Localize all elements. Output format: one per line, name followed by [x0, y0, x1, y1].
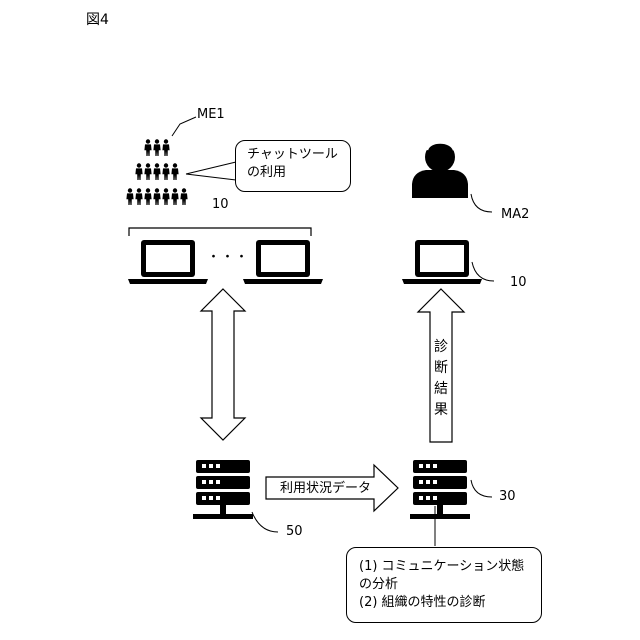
chat-tool-bubble: チャットツール の利用 [235, 140, 351, 192]
laptop-10-leader-line [472, 262, 494, 281]
bidirectional-arrow [201, 289, 245, 440]
server-50-leader-line [252, 512, 278, 532]
laptop-icon-admin [402, 240, 482, 284]
me1-leader-line [172, 117, 196, 136]
figure-label: 図4 [86, 13, 109, 27]
chat-bubble-line1: チャットツール [247, 146, 350, 164]
analysis-line3: (2) 組織の特性の診断 [359, 594, 541, 612]
chat-bubble-tail [186, 162, 236, 180]
laptop-icon-left [128, 240, 208, 284]
analysis-line1: (1) コミュニケーション状態 [359, 558, 541, 576]
server-30-leader-line [471, 480, 492, 497]
diagnosis-result-label: 診 断 結 果 [432, 337, 450, 421]
diagnosis-char-2: 断 [432, 358, 450, 379]
diagnosis-char-4: 果 [432, 400, 450, 421]
server-30-number: 30 [499, 490, 516, 503]
ma2-leader-line [471, 194, 492, 212]
laptop-group-bracket [129, 228, 311, 236]
chat-bubble-line2: の利用 [247, 164, 350, 182]
laptop-group-number: 10 [212, 198, 229, 211]
ma2-label: MA2 [501, 208, 529, 221]
analysis-line2: の分析 [359, 576, 541, 594]
analysis-bubble: (1) コミュニケーション状態 の分析 (2) 組織の特性の診断 [346, 547, 542, 623]
crowd-icon [126, 139, 187, 205]
me1-label: ME1 [197, 108, 225, 121]
server-icon-50 [193, 460, 253, 519]
server-50-number: 50 [286, 525, 303, 538]
ellipsis-dots: ・・・ [207, 251, 249, 264]
admin-person-icon [412, 142, 468, 198]
server-icon-30 [410, 460, 470, 519]
laptop-icon-right [243, 240, 323, 284]
admin-laptop-number: 10 [510, 276, 527, 289]
diagnosis-char-1: 診 [432, 337, 450, 358]
diagnosis-char-3: 結 [432, 379, 450, 400]
usage-data-label: 利用状況データ [280, 482, 371, 495]
